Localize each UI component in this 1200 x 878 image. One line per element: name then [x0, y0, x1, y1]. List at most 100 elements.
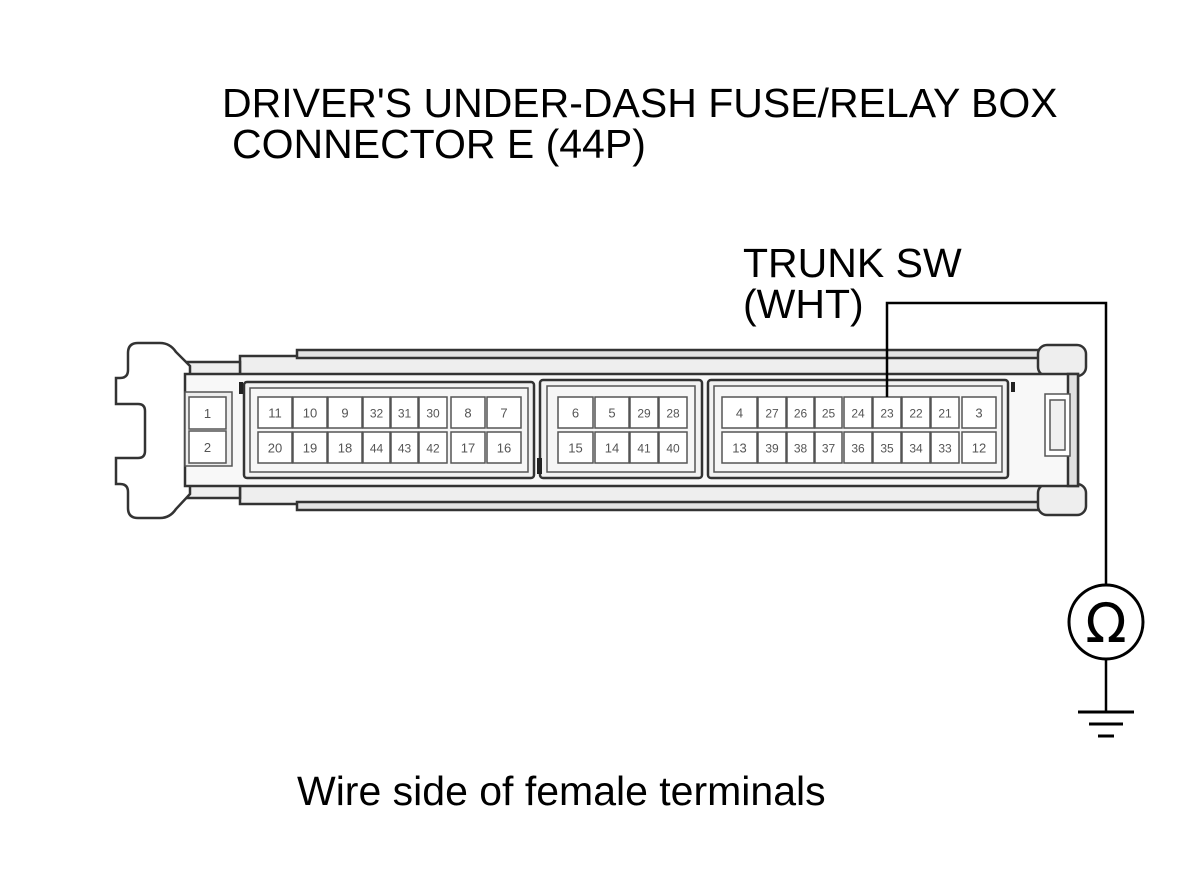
terminal-9: 9 [341, 406, 348, 421]
terminal-43: 43 [398, 442, 412, 456]
terminal-29: 29 [637, 407, 651, 421]
terminal-17: 17 [461, 441, 475, 456]
terminal-cavity [786, 396, 815, 429]
terminal-cell: 3 [961, 396, 997, 429]
terminal-cavity [721, 396, 758, 429]
terminal-cavity [450, 396, 486, 429]
terminal-cell: 17 [450, 431, 486, 464]
terminal-cell: 40 [658, 431, 688, 464]
terminal-33: 33 [938, 442, 952, 456]
terminal-cell: 27 [757, 396, 787, 429]
terminal-cavity [786, 431, 815, 464]
terminal-cell: 25 [814, 396, 843, 429]
terminal-cell: 12 [961, 431, 997, 464]
view-caption: Wire side of female terminals [297, 768, 826, 814]
terminal-cavity [390, 431, 419, 464]
terminal-cell: 42 [418, 431, 448, 464]
terminal-21: 21 [938, 407, 952, 421]
terminal-cell: 23 [872, 396, 902, 429]
terminal-cavity [814, 396, 843, 429]
terminal-cell: 24 [843, 396, 873, 429]
terminal-cavity [362, 431, 391, 464]
terminal-cell: 28 [658, 396, 688, 429]
ohm-symbol: Ω [1085, 592, 1126, 655]
terminal-cavity [930, 396, 960, 429]
top-right-lug [1036, 343, 1088, 378]
terminal-6: 6 [572, 406, 579, 421]
terminal-32: 32 [370, 407, 384, 421]
terminal-cavity [257, 431, 293, 464]
terminal-cavity [188, 430, 227, 464]
terminal-cavity [843, 431, 873, 464]
terminal-cavity [901, 396, 931, 429]
probe-point-label: TRUNK SW [743, 240, 962, 286]
terminal-cell: 29 [629, 396, 659, 429]
terminal-cavity [757, 431, 787, 464]
terminal-5: 5 [608, 406, 615, 421]
terminal-31: 31 [398, 407, 412, 421]
terminal-cavity [557, 396, 594, 429]
terminal-38: 38 [794, 442, 808, 456]
terminal-cavity [629, 396, 659, 429]
bottom-right-lug [1036, 482, 1088, 517]
terminal-cell: 7 [486, 396, 522, 429]
terminal-cavity [814, 431, 843, 464]
terminal-cavity [486, 396, 522, 429]
terminal-cell: 31 [390, 396, 419, 429]
terminal-cavity [390, 396, 419, 429]
terminal-37: 37 [822, 442, 836, 456]
terminal-10: 10 [303, 406, 317, 421]
probe-wire-color: (WHT) [743, 281, 864, 327]
title-line-1: DRIVER'S UNDER-DASH FUSE/RELAY BOX [222, 80, 1058, 126]
terminal-27: 27 [765, 407, 779, 421]
terminal-7: 7 [500, 406, 507, 421]
terminal-cavity [629, 431, 659, 464]
terminal-39: 39 [765, 442, 779, 456]
terminal-cavity [327, 396, 363, 429]
terminal-cavity [292, 431, 328, 464]
terminal-cell: 8 [450, 396, 486, 429]
terminal-cavity [418, 396, 448, 429]
terminal-4: 4 [736, 406, 743, 421]
terminal-13: 13 [732, 441, 746, 456]
terminal-cell: 32 [362, 396, 391, 429]
terminal-cell: 38 [786, 431, 815, 464]
terminal-41: 41 [637, 442, 651, 456]
terminal-cell: 26 [786, 396, 815, 429]
terminal-cavity [961, 396, 997, 429]
terminal-23: 23 [880, 407, 894, 421]
locking-latch [114, 341, 192, 520]
terminal-36: 36 [851, 442, 865, 456]
terminal-19: 19 [303, 441, 317, 456]
terminal-cavity [486, 431, 522, 464]
terminal-cell: 18 [327, 431, 363, 464]
terminal-cell: 9 [327, 396, 363, 429]
terminal-cell: 33 [930, 431, 960, 464]
terminal-cavity [872, 431, 902, 464]
terminal-24: 24 [851, 407, 865, 421]
keying-mark [239, 382, 243, 394]
terminal-25: 25 [822, 407, 836, 421]
terminal-cavity [843, 396, 873, 429]
terminal-34: 34 [909, 442, 923, 456]
terminal-40: 40 [666, 442, 680, 456]
terminal-18: 18 [338, 441, 352, 456]
terminal-cell: 14 [594, 431, 630, 464]
terminal-cavity [327, 431, 363, 464]
terminal-cell: 6 [557, 396, 594, 429]
terminal-11: 11 [268, 406, 282, 421]
terminal-15: 15 [568, 441, 582, 456]
terminal-cavity [418, 431, 448, 464]
terminal-cavity [961, 431, 997, 464]
terminal-cell: 35 [872, 431, 902, 464]
terminal-20: 20 [268, 441, 282, 456]
bottom-flange [295, 500, 1044, 512]
terminal-cell: 34 [901, 431, 931, 464]
terminal-cell: 41 [629, 431, 659, 464]
terminal-3: 3 [975, 406, 982, 421]
terminal-cavity [450, 431, 486, 464]
terminal-cell: 37 [814, 431, 843, 464]
terminal-cell: 15 [557, 431, 594, 464]
terminal-cavity [658, 396, 688, 429]
